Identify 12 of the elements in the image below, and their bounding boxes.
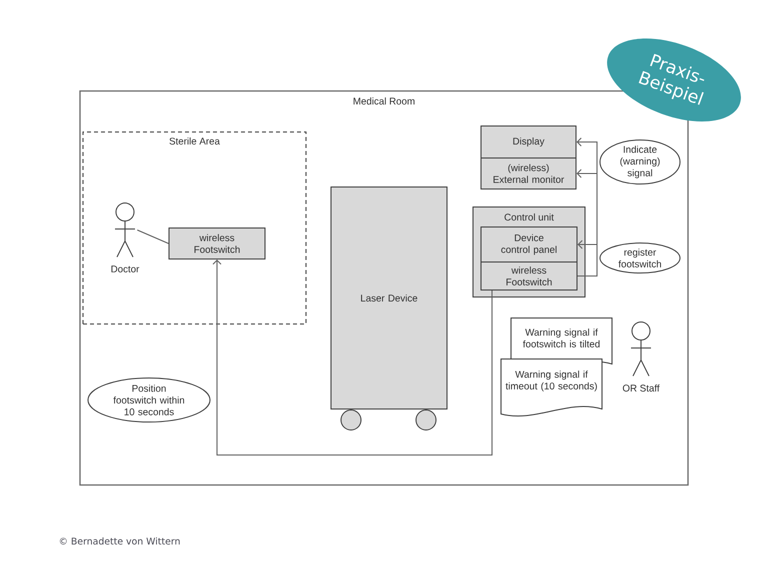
- device-box: Laser Device: [330, 186, 448, 410]
- component-box: (wireless) External monitor: [480, 158, 576, 190]
- actor-name: OR Staff: [622, 384, 660, 392]
- component-box: Display: [480, 126, 576, 158]
- connector-line: [136, 230, 169, 244]
- component-box: wireless Footswitch: [480, 262, 578, 290]
- component-box: wireless Footswitch: [168, 228, 266, 260]
- actor-name: Doctor: [111, 266, 140, 272]
- arrow: [577, 240, 598, 276]
- copyright-note: © Bernadette von Wittern: [60, 537, 180, 545]
- component-box: Device control panel: [480, 226, 578, 262]
- arrow: [212, 260, 492, 456]
